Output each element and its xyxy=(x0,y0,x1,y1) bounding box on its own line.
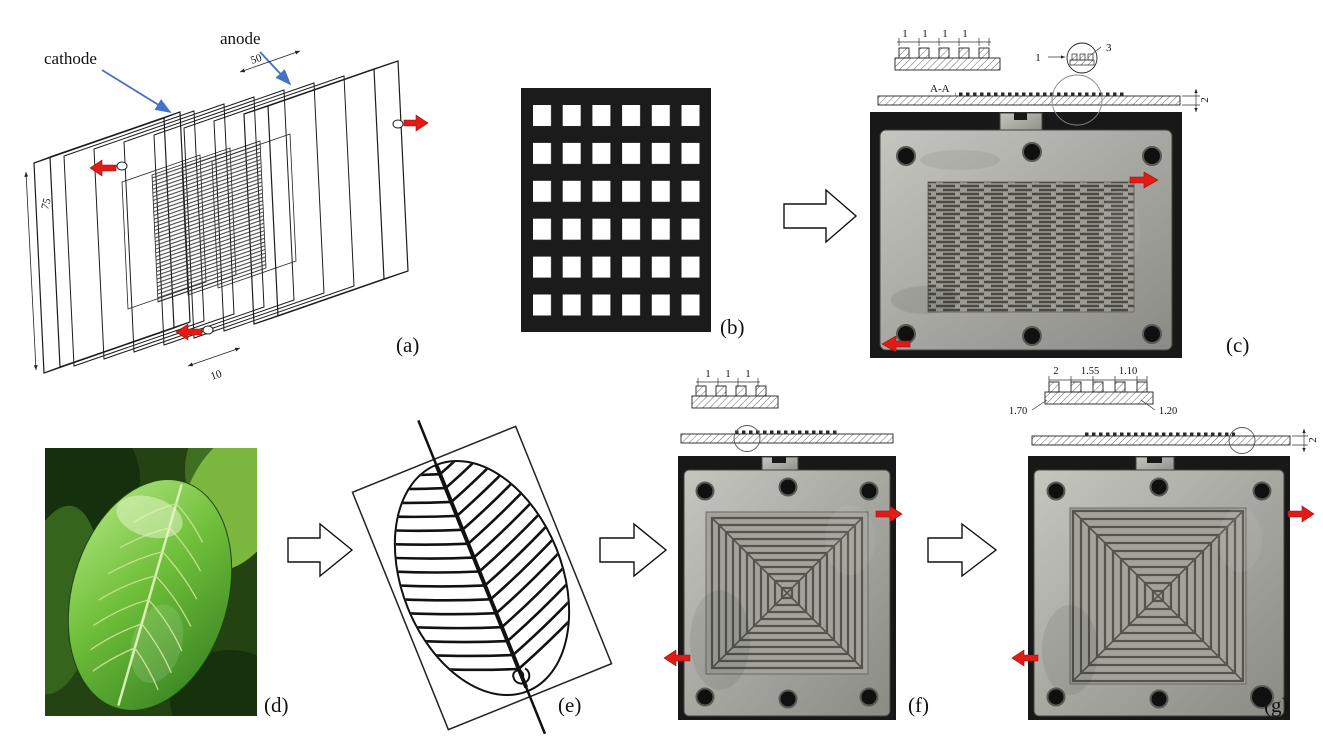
dim-75: 75 xyxy=(39,197,54,211)
dim-left: 1.70 xyxy=(1009,406,1027,417)
dim-10: 10 xyxy=(209,368,224,383)
rib-dim: 1.55 xyxy=(1081,366,1099,377)
outlet-arrow-icon xyxy=(875,505,903,523)
inlet-arrow-icon xyxy=(1011,649,1039,667)
process-arrow-icon xyxy=(783,188,858,244)
channel-dim: 1 xyxy=(922,28,928,40)
channel-dim: 1 xyxy=(705,368,711,380)
panel-f-label: (f) xyxy=(908,693,929,717)
dim-ticks xyxy=(1048,376,1148,384)
panel-a-exploded-stack: cathode anode 75 50 10 (a) xyxy=(24,29,429,383)
detail-depth-dim: 3 xyxy=(1106,42,1112,54)
surface-stains xyxy=(690,505,875,690)
thickness-dim: 2 xyxy=(1307,437,1319,443)
cathode-end-plate xyxy=(33,111,191,374)
inlet-arrow-icon xyxy=(881,335,911,353)
panel-d-label: (d) xyxy=(264,693,289,717)
panel-f-drawing: 1 1 1 xyxy=(680,368,894,452)
thickness-dim: 2 xyxy=(1199,97,1211,103)
detail-view: 3 1 xyxy=(1035,42,1112,74)
panel-g-drawing: 2 1.55 1.10 1.70 1.20 2 xyxy=(1009,366,1319,454)
tab-notch xyxy=(772,457,786,463)
panel-g-label: (g) xyxy=(1264,693,1289,717)
inlet-arrow-icon xyxy=(89,159,117,177)
panel-c-drawing: 1 1 1 1 A-A 3 1 2 xyxy=(877,28,1211,126)
section-comb xyxy=(1044,381,1154,405)
cathode-label: cathode xyxy=(44,49,97,68)
panel-c-photo: (c) xyxy=(870,112,1249,358)
dim-ticks xyxy=(897,38,991,46)
stack-ports xyxy=(116,119,404,335)
outlet-arrow-icon xyxy=(1129,171,1159,189)
dim-right: 1.20 xyxy=(1159,406,1177,417)
surface-stains xyxy=(1042,508,1262,695)
dim-ticks xyxy=(696,378,760,386)
stack-thin-plates xyxy=(63,75,355,367)
channel-dim: 1 xyxy=(725,368,731,380)
panel-b-square-pattern: (b) xyxy=(521,88,745,339)
panel-b-label: (b) xyxy=(720,315,745,339)
outlet-arrow-icon xyxy=(1287,505,1315,523)
outlet-arrow-icon xyxy=(175,323,203,341)
bolt-holes xyxy=(896,142,1162,346)
process-arrows xyxy=(287,188,998,578)
midrib xyxy=(434,464,529,689)
panel-e-label: (e) xyxy=(558,693,581,717)
channel-dim: 1 xyxy=(902,28,908,40)
tab-notch xyxy=(1014,113,1027,120)
dim-50: 50 xyxy=(249,52,264,67)
channel-dim: 1 xyxy=(962,28,968,40)
leaf-veins xyxy=(90,503,204,691)
anode-label: anode xyxy=(220,29,261,48)
bolt-holes xyxy=(695,477,879,709)
cathode-pointer-arrow-icon xyxy=(101,69,172,113)
dim-line-75 xyxy=(24,171,38,371)
detail-width-dim: 1 xyxy=(1035,52,1041,64)
process-arrow-icon xyxy=(599,522,668,578)
panel-f-photo: (f) xyxy=(663,456,929,720)
rib-dim: 1.10 xyxy=(1119,366,1137,377)
process-arrow-icon xyxy=(927,522,998,578)
channel-field-lines xyxy=(928,182,1134,312)
stack-flow-arrows xyxy=(89,114,429,341)
panel-c-label: (c) xyxy=(1226,333,1249,357)
flow-field-channels-hatch xyxy=(152,141,266,302)
anode-end-plate xyxy=(243,60,409,325)
section-label: A-A xyxy=(930,83,950,95)
anode-pointer-arrow-icon xyxy=(259,51,292,86)
dim-line-10 xyxy=(187,347,241,367)
plate-side-view: 2 xyxy=(877,74,1211,126)
panel-a-label: (a) xyxy=(396,333,419,357)
plate-side-view: 2 xyxy=(1031,427,1319,454)
section-comb xyxy=(691,385,779,409)
main-leaf xyxy=(67,479,233,711)
pattern-white-squares xyxy=(533,105,700,316)
surface-stains xyxy=(891,150,1140,314)
section-a-a-comb xyxy=(894,47,1001,71)
panel-g-photo: (g) xyxy=(1011,456,1315,720)
panel-e-leaf-drawing xyxy=(351,419,613,735)
inlet-arrow-icon xyxy=(663,649,691,667)
panel-d-leaf-photo xyxy=(45,448,257,716)
channel-dim: 1 xyxy=(942,28,948,40)
diagonal-seams xyxy=(1072,510,1244,682)
diagonal-seams xyxy=(711,517,863,669)
bolt-holes xyxy=(1046,477,1274,709)
process-arrow-icon xyxy=(287,522,354,578)
stem-curl xyxy=(512,667,531,685)
rib-dim: 2 xyxy=(1053,366,1058,377)
dim-line-50 xyxy=(239,50,301,73)
inlet-arrow-icon xyxy=(403,114,429,132)
tab-notch xyxy=(1147,457,1162,463)
channel-dim: 1 xyxy=(745,368,751,380)
plate-side-view xyxy=(680,425,894,452)
